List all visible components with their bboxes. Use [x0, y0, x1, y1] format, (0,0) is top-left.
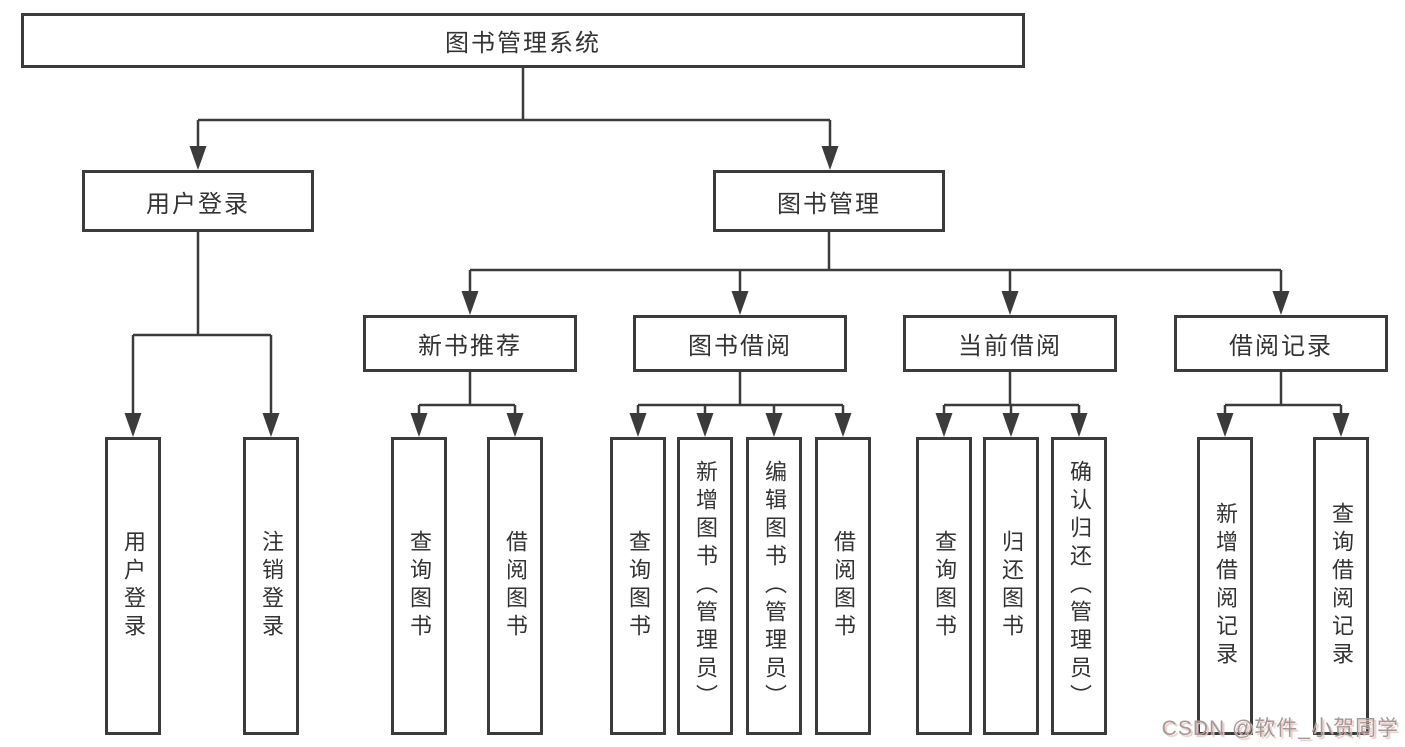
node-label: 借阅记录 — [1229, 333, 1333, 360]
leaf-edit-books-admin: 编辑图书（管理员） — [746, 437, 802, 735]
node-label: 用户登录 — [146, 190, 250, 218]
leaf-logout: 注销登录 — [243, 437, 299, 735]
leaf-label: 注销登录 — [259, 530, 284, 642]
leaf-label: 查询借阅记录 — [1329, 502, 1354, 670]
node-library-management-system: 图书管理系统 — [21, 13, 1025, 68]
node-borrowing-records: 借阅记录 — [1174, 315, 1388, 372]
leaf-query-books-current: 查询图书 — [916, 437, 972, 735]
leaf-label: 查询图书 — [932, 530, 957, 642]
leaf-add-books-admin: 新增图书（管理员） — [677, 437, 733, 735]
leaf-query-books-borrowing: 查询图书 — [610, 437, 666, 735]
leaf-borrow-books-recommend: 借阅图书 — [487, 437, 543, 735]
leaf-confirm-return-admin: 确认归还（管理员） — [1051, 437, 1107, 735]
node-label: 图书管理系统 — [445, 30, 601, 57]
node-current-borrowing: 当前借阅 — [903, 315, 1117, 372]
leaf-query-borrow-record: 查询借阅记录 — [1313, 437, 1369, 735]
leaf-label: 借阅图书 — [503, 530, 528, 642]
leaf-label: 查询图书 — [407, 530, 432, 642]
node-user-login: 用户登录 — [82, 170, 314, 232]
leaf-user-login: 用户登录 — [105, 437, 161, 735]
leaf-label: 确认归还（管理员） — [1067, 460, 1092, 712]
leaf-label: 新增借阅记录 — [1213, 502, 1238, 670]
leaf-borrow-books: 借阅图书 — [815, 437, 871, 735]
node-label: 新书推荐 — [418, 333, 522, 360]
leaf-query-books-recommend: 查询图书 — [391, 437, 447, 735]
leaf-add-borrow-record: 新增借阅记录 — [1197, 437, 1253, 735]
node-book-management: 图书管理 — [713, 170, 945, 232]
node-label: 图书借阅 — [688, 333, 792, 360]
leaf-label: 借阅图书 — [831, 530, 856, 642]
leaf-label: 归还图书 — [999, 530, 1024, 642]
leaf-label: 用户登录 — [121, 530, 146, 642]
leaf-label: 新增图书（管理员） — [693, 460, 718, 712]
leaf-return-books: 归还图书 — [983, 437, 1039, 735]
node-new-book-recommend: 新书推荐 — [363, 315, 577, 372]
leaf-label: 编辑图书（管理员） — [762, 460, 787, 712]
node-label: 当前借阅 — [958, 333, 1062, 360]
node-label: 图书管理 — [777, 190, 881, 218]
leaf-label: 查询图书 — [626, 530, 651, 642]
node-book-borrowing: 图书借阅 — [633, 315, 847, 372]
csdn-watermark: CSDN @软件_小贺同学 — [1161, 717, 1399, 740]
